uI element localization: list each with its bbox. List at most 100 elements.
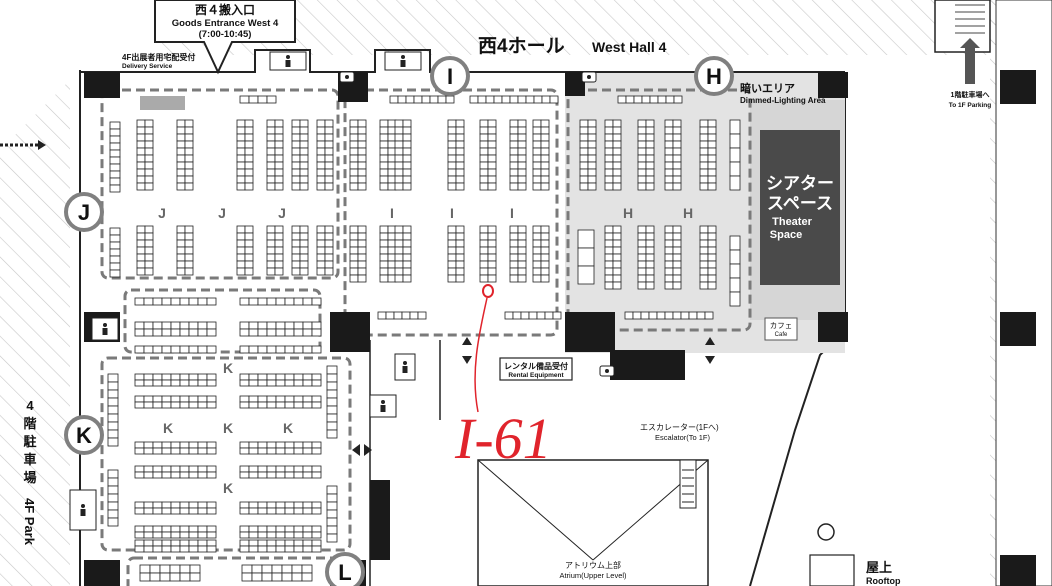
stairs-icon — [955, 4, 985, 34]
booth-k — [284, 328, 295, 337]
booth-j — [144, 168, 154, 177]
booth-k — [284, 531, 295, 539]
booth-k — [188, 539, 199, 547]
booth-j — [176, 253, 186, 262]
booth-h — [604, 154, 614, 163]
booth-i — [540, 133, 550, 142]
parking-4f-char-4: 場 — [23, 470, 36, 485]
left-hatch-zone — [0, 80, 70, 586]
row-letter-j: J — [218, 205, 226, 221]
booth-j — [291, 267, 301, 276]
booth-j — [316, 140, 326, 149]
booth-i — [402, 239, 412, 248]
booth-l — [301, 572, 313, 582]
booth-i-bottom — [385, 311, 395, 320]
booth-h-edge — [729, 119, 741, 135]
booth-j — [324, 147, 334, 156]
booth-k — [161, 379, 172, 387]
booth-h — [699, 133, 709, 142]
booth-j — [316, 133, 326, 142]
booth-k-edge — [326, 493, 338, 503]
booth-h — [699, 225, 709, 234]
booth-k — [248, 531, 259, 539]
booth-h — [587, 161, 597, 170]
booth-i-bottom — [409, 311, 419, 320]
booth-h-edge — [729, 263, 741, 279]
booth-h — [637, 119, 647, 128]
booth-h — [672, 147, 682, 156]
booth-h — [645, 168, 655, 177]
booth-k — [188, 328, 199, 337]
booth-k — [257, 531, 268, 539]
booth-h-bottom — [656, 311, 666, 320]
booth-i — [447, 253, 457, 262]
booth-h — [672, 126, 682, 135]
booth-k — [266, 373, 277, 381]
booth-k-edge — [107, 493, 119, 503]
booth-h — [579, 133, 589, 142]
booth-h-bottom — [672, 311, 682, 320]
booth-j — [324, 133, 334, 142]
booth-i — [402, 246, 412, 255]
booth-i — [455, 140, 465, 149]
booth-h — [604, 274, 614, 283]
booth-h — [612, 161, 622, 170]
booth-i — [540, 154, 550, 163]
booth-k — [188, 321, 199, 330]
booth-h — [645, 274, 655, 283]
booth-k — [197, 395, 208, 403]
restroom-icon — [91, 317, 119, 341]
booth-k — [239, 395, 250, 403]
booth-i — [517, 274, 527, 283]
booth-k — [293, 345, 304, 354]
booth-h — [645, 253, 655, 262]
booth-k — [302, 379, 313, 387]
booth-k — [143, 465, 154, 473]
booth-j — [144, 133, 154, 142]
booth-j — [184, 232, 194, 241]
booth-h — [672, 267, 682, 276]
booth-i — [455, 182, 465, 191]
booth-j — [291, 246, 301, 255]
booth-k — [197, 507, 208, 515]
booth-k — [266, 401, 277, 409]
rooftop-clock-icon — [817, 523, 835, 541]
booth-i — [540, 253, 550, 262]
booth-k — [161, 545, 172, 553]
booth-i — [517, 161, 527, 170]
booth-i — [487, 175, 497, 184]
row-letter-i: I — [510, 205, 514, 221]
booth-j — [136, 260, 146, 269]
booth-h — [707, 239, 717, 248]
booth-i — [357, 161, 367, 170]
escalator-steps-icon — [682, 469, 694, 503]
booth-j — [144, 260, 154, 269]
booth-i — [532, 182, 542, 191]
booth-k — [302, 401, 313, 409]
booth-k — [311, 373, 322, 381]
booth-j — [266, 260, 276, 269]
booth-j — [324, 260, 334, 269]
booth-j — [316, 147, 326, 156]
booth-i — [447, 260, 457, 269]
booth-i — [402, 267, 412, 276]
booth-h — [604, 168, 614, 177]
atrium-en: Atrium(Upper Level) — [559, 571, 627, 580]
booth-i — [394, 260, 404, 269]
booth-k — [275, 545, 286, 553]
booth-i — [402, 119, 412, 128]
booth-k-edge — [107, 405, 119, 415]
booth-i — [540, 140, 550, 149]
booth-k — [206, 297, 217, 306]
booth-i-top — [517, 95, 527, 104]
booth-k — [134, 395, 145, 403]
booth-i — [349, 239, 359, 248]
booth-k — [134, 441, 145, 449]
booth-k — [188, 545, 199, 553]
booth-h — [672, 281, 682, 290]
booth-h — [645, 140, 655, 149]
booth-i — [394, 126, 404, 135]
escalator-icon — [679, 459, 697, 509]
booth-i — [455, 133, 465, 142]
